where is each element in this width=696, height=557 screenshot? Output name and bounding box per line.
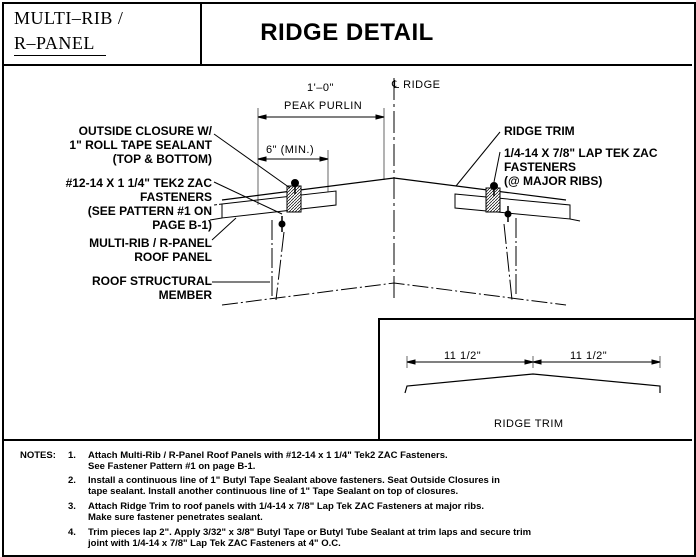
note-item: 4. Trim pieces lap 2". Apply 3/32" x 3/8"… xyxy=(68,527,531,549)
series-name-line1: MULTI–RIB / xyxy=(14,8,124,28)
structural-member-label: ROOF STRUCTURAL MEMBER xyxy=(92,274,212,302)
leader-ridge-trim xyxy=(455,131,501,187)
note-line: See Fastener Pattern #1 on page B-1. xyxy=(88,461,256,472)
roof-panel-label: MULTI-RIB / R-PANEL ROOF PANEL xyxy=(89,236,212,264)
note-line: Trim pieces lap 2". Apply 3/32" x 3/8" B… xyxy=(88,527,532,538)
note-number: 3. xyxy=(68,501,76,512)
notes-section: NOTES: 1. Attach Multi-Rib / R-Panel Roof… xyxy=(2,439,692,555)
right-outside-closure xyxy=(485,187,501,213)
title-block: MULTI–RIB / R–PANEL RIDGE DETAIL xyxy=(2,2,692,66)
roof-slope-line xyxy=(221,282,567,306)
trim-left-dim: 11 1/2" xyxy=(444,350,482,362)
peak-purlin-label: PEAK PURLIN xyxy=(284,100,363,112)
series-underline xyxy=(14,55,106,56)
note-line: Install a continuous line of 1" Butyl Ta… xyxy=(88,475,500,486)
leader-fasteners-right xyxy=(493,151,501,183)
left-upper-fastener xyxy=(291,179,299,187)
note-line: joint with 1/4-14 x 7/8" Lap Tek ZAC Fas… xyxy=(88,538,341,549)
peak-purlin-dim-label: 1'–0" xyxy=(307,82,334,94)
outside-closure-label: OUTSIDE CLOSURE W/ 1" ROLL TAPE SEALANT … xyxy=(69,124,212,166)
min-dim-label: 6" (MIN.) xyxy=(266,144,315,156)
trim-right-dim: 11 1/2" xyxy=(570,350,608,362)
note-number: 1. xyxy=(68,450,76,461)
note-item: 1. Attach Multi-Rib / R-Panel Roof Panels… xyxy=(68,450,448,472)
note-number: 4. xyxy=(68,527,76,538)
leader-fasteners-left xyxy=(213,181,283,215)
left-outside-closure xyxy=(286,185,302,213)
leader-closure xyxy=(213,133,291,189)
note-item: 2. Install a continuous line of 1" Butyl … xyxy=(68,475,500,497)
page-title: RIDGE DETAIL xyxy=(260,19,434,46)
ridge-marker-label: ℄ RIDGE xyxy=(392,79,441,91)
ridge-trim-detail-box xyxy=(378,318,694,441)
note-line: Attach Ridge Trim to roof panels with 1/… xyxy=(88,501,485,512)
note-line: tape sealant. Install another continuous… xyxy=(88,486,459,497)
trim-caption: RIDGE TRIM xyxy=(494,418,564,430)
ridge-trim-line xyxy=(221,177,567,201)
fasteners-right-label: 1/4-14 X 7/8" LAP TEK ZAC FASTENERS (@ M… xyxy=(504,146,658,188)
right-upper-fastener xyxy=(490,182,498,190)
series-name-line2: R–PANEL xyxy=(14,33,95,53)
series-box: MULTI–RIB / R–PANEL xyxy=(2,2,202,64)
notes-heading: NOTES: xyxy=(20,450,56,461)
note-line: Attach Multi-Rib / R-Panel Roof Panels w… xyxy=(88,450,448,461)
ridge-trim-label: RIDGE TRIM xyxy=(504,124,575,138)
leader-panel xyxy=(211,217,237,241)
note-line: Make sure fastener penetrates sealant. xyxy=(88,512,263,523)
left-purlin-plate xyxy=(221,190,337,219)
trim-profile xyxy=(404,373,661,394)
note-number: 2. xyxy=(68,475,76,486)
fasteners-left-label: #12-14 X 1 1/4" TEK2 ZAC FASTENERS (SEE … xyxy=(65,176,212,232)
note-item: 3. Attach Ridge Trim to roof panels with … xyxy=(68,501,484,523)
